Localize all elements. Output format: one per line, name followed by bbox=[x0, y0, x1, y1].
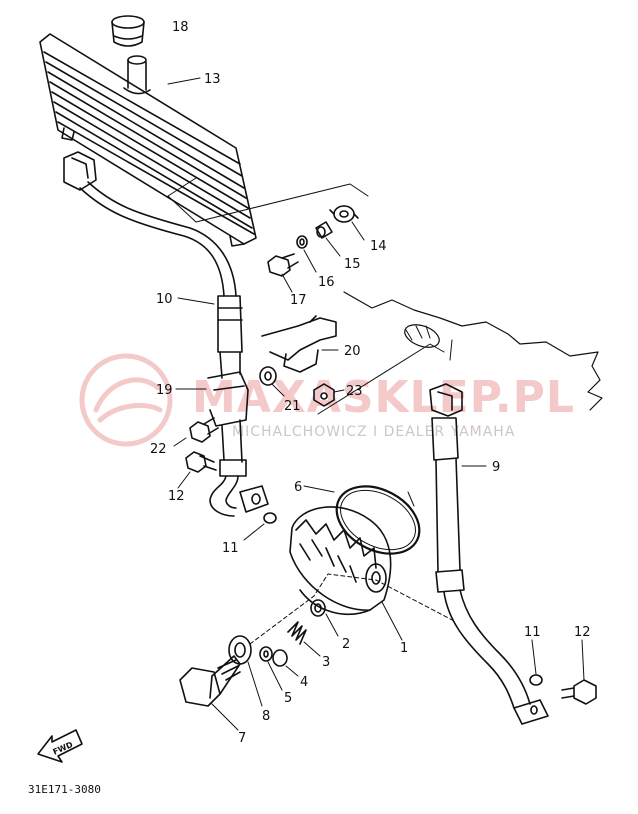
label-11-right: 11 bbox=[524, 625, 541, 640]
part-14-grommet bbox=[329, 205, 359, 223]
part-5-washer bbox=[259, 646, 273, 662]
label-20: 20 bbox=[344, 344, 361, 359]
label-14: 14 bbox=[370, 239, 387, 254]
part-19-clamp bbox=[207, 371, 249, 427]
label-15: 15 bbox=[344, 257, 361, 272]
part-16-washer bbox=[296, 235, 308, 249]
part-9-oil-pipe bbox=[429, 383, 549, 725]
label-4: 4 bbox=[300, 675, 308, 690]
part-10-oil-pipe bbox=[63, 151, 243, 353]
part-12-bolt-left bbox=[185, 451, 217, 473]
label-6: 6 bbox=[294, 480, 302, 495]
part-3-spring bbox=[287, 621, 307, 645]
part-1-filter-housing bbox=[289, 506, 392, 616]
part-20-bracket bbox=[261, 315, 337, 373]
label-7: 7 bbox=[238, 731, 246, 746]
label-10: 10 bbox=[156, 292, 173, 307]
label-23: 23 bbox=[346, 384, 363, 399]
label-17: 17 bbox=[290, 293, 307, 308]
part-7-bolt bbox=[179, 655, 241, 707]
part-4-ball bbox=[272, 649, 288, 667]
watermark-sub: MICHALCHOWICZ I DEALER YAMAHA bbox=[232, 424, 515, 440]
part-8-washer bbox=[228, 635, 252, 665]
part-labels: 18 13 14 15 16 17 10 20 19 21 23 22 12 9… bbox=[51, 20, 590, 757]
label-18: 18 bbox=[172, 20, 189, 35]
label-12-right: 12 bbox=[574, 625, 591, 640]
label-12-left: 12 bbox=[168, 489, 185, 504]
part-12-bolt-right bbox=[561, 679, 597, 705]
label-3: 3 bbox=[322, 655, 330, 670]
part-15-collar bbox=[315, 221, 333, 239]
label-8: 8 bbox=[262, 709, 270, 724]
label-1: 1 bbox=[400, 641, 408, 656]
label-11-left: 11 bbox=[222, 541, 239, 556]
part-13-oil-cooler bbox=[39, 33, 257, 247]
label-13: 13 bbox=[204, 72, 221, 87]
part-6-oring bbox=[335, 485, 421, 555]
label-9: 9 bbox=[492, 460, 500, 475]
label-21: 21 bbox=[284, 399, 301, 414]
part-11-oring-right bbox=[529, 674, 543, 686]
part-22-bolt bbox=[189, 417, 219, 443]
label-16: 16 bbox=[318, 275, 335, 290]
label-2: 2 bbox=[342, 637, 350, 652]
label-19: 19 bbox=[156, 383, 173, 398]
part-23-nut bbox=[313, 383, 335, 407]
fwd-arrow bbox=[37, 729, 83, 763]
engine-case-outline bbox=[343, 291, 603, 411]
watermark-main: MAXASKLEP.PL bbox=[192, 372, 575, 423]
diagram-code: 31E171-3080 bbox=[28, 783, 101, 796]
label-22: 22 bbox=[150, 442, 167, 457]
part-11-oring-left bbox=[263, 512, 277, 524]
part-21-collar bbox=[259, 366, 277, 386]
part-18-cap bbox=[111, 15, 145, 47]
watermark: MAXASKLEP.PL MICHALCHOWICZ I DEALER YAMA… bbox=[79, 353, 575, 447]
label-5: 5 bbox=[284, 691, 292, 706]
part-2-collar bbox=[310, 599, 326, 617]
part-17-bolt bbox=[267, 253, 299, 277]
part-10-lower-pipe bbox=[209, 351, 269, 517]
